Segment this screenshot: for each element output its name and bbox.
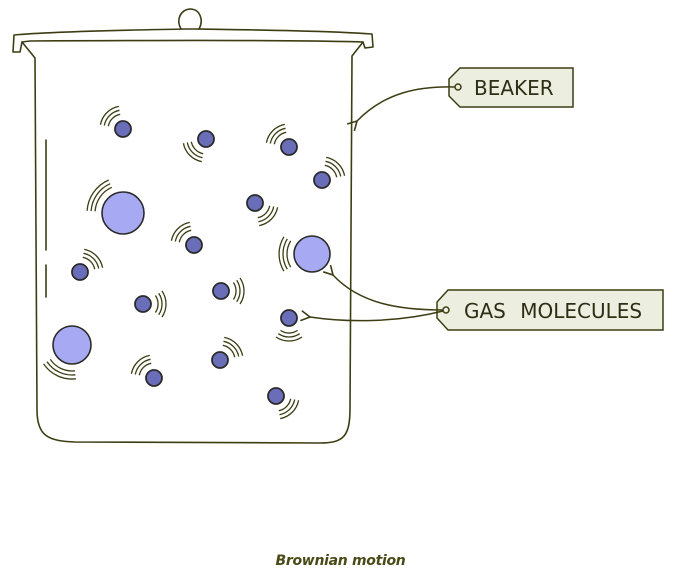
motion-line — [86, 179, 109, 211]
motion-line — [286, 240, 292, 268]
motion-line — [282, 238, 288, 270]
motion-line — [273, 131, 287, 145]
motion-line — [43, 363, 76, 380]
motion-line — [324, 164, 338, 178]
motion-line — [239, 277, 245, 305]
molecule-circle — [211, 351, 229, 369]
motion-line — [222, 344, 236, 358]
motion-line — [138, 362, 152, 376]
motion-line — [280, 329, 298, 334]
gas-molecules-arrow-large — [322, 264, 444, 311]
large-particle — [86, 179, 145, 235]
motion-line — [82, 256, 96, 270]
molecule-circle — [246, 194, 264, 212]
gas-molecule — [265, 123, 298, 156]
motion-line — [275, 336, 303, 342]
motion-line — [154, 295, 159, 313]
beaker-body — [21, 41, 364, 444]
motion-line — [107, 113, 121, 127]
motion-line — [278, 398, 292, 412]
beaker — [12, 8, 374, 444]
motion-line — [259, 207, 279, 227]
gas-molecules-arrow-small — [300, 310, 444, 322]
large-particle — [43, 325, 92, 380]
gas-molecule — [275, 309, 303, 342]
gas-molecule — [71, 248, 104, 281]
molecule-circle — [280, 138, 298, 156]
beaker-lid — [12, 28, 374, 53]
molecule-circle — [212, 282, 230, 300]
gas-molecule — [211, 336, 244, 369]
motion-line — [170, 221, 190, 241]
motion-line — [265, 123, 285, 143]
motion-line — [325, 160, 342, 177]
gas-molecule — [267, 387, 300, 420]
motion-line — [258, 206, 275, 223]
beaker-label: BEAKER — [474, 76, 554, 100]
gas-molecule — [212, 277, 245, 305]
motion-line — [103, 109, 120, 126]
large-particle-circle — [101, 191, 145, 235]
lid-knob — [178, 8, 202, 30]
motion-line — [158, 292, 163, 316]
motion-line — [224, 336, 244, 356]
gas-molecule — [134, 290, 167, 318]
gas-molecules — [43, 105, 346, 420]
molecule-circle — [313, 171, 331, 189]
figure-caption: Brownian motion — [275, 553, 406, 569]
beaker-arrow — [346, 86, 456, 132]
molecule-circle — [280, 309, 298, 327]
motion-line — [46, 361, 76, 376]
motion-line — [269, 127, 286, 144]
molecule-circle — [267, 387, 285, 405]
molecule-circle — [114, 120, 132, 138]
gas-molecule — [182, 130, 215, 163]
gas-molecule — [170, 221, 203, 254]
gas-molecule — [246, 194, 279, 227]
molecule-circle — [134, 295, 152, 313]
gas-molecules-label: GAS MOLECULES — [464, 299, 642, 323]
motion-line — [278, 236, 285, 272]
molecule-circle — [145, 369, 163, 387]
motion-line — [49, 358, 75, 372]
motion-line — [174, 225, 191, 242]
large-particle-circle — [52, 325, 92, 365]
motion-line — [83, 252, 100, 269]
molecule-circle — [71, 263, 89, 281]
gas-molecules-label-tag: GAS MOLECULES — [300, 264, 664, 331]
motion-line — [134, 358, 151, 375]
motion-line — [161, 290, 167, 318]
motion-line — [182, 143, 202, 163]
motion-line — [190, 141, 204, 155]
motion-line — [99, 105, 119, 125]
large-particle-circle — [293, 235, 331, 273]
gas-molecule — [130, 354, 163, 387]
motion-line — [257, 205, 271, 219]
motion-line — [236, 279, 241, 303]
motion-line — [178, 229, 192, 243]
motion-line — [90, 183, 111, 212]
motion-line — [280, 400, 300, 420]
molecule-circle — [185, 236, 203, 254]
gas-molecule — [313, 156, 346, 189]
beaker-label-tag: BEAKER — [346, 67, 574, 132]
molecule-circle — [197, 130, 215, 148]
motion-line — [94, 186, 113, 212]
gas-molecule — [99, 105, 132, 138]
tag-shape — [448, 67, 574, 108]
motion-line — [326, 156, 346, 176]
tag-shape — [436, 289, 664, 331]
motion-line — [130, 354, 150, 374]
motion-line — [279, 399, 296, 416]
motion-line — [232, 282, 237, 300]
motion-line — [84, 248, 104, 268]
large-particle — [278, 235, 331, 273]
motion-line — [277, 333, 301, 338]
motion-line — [186, 142, 203, 159]
motion-line — [223, 340, 240, 357]
